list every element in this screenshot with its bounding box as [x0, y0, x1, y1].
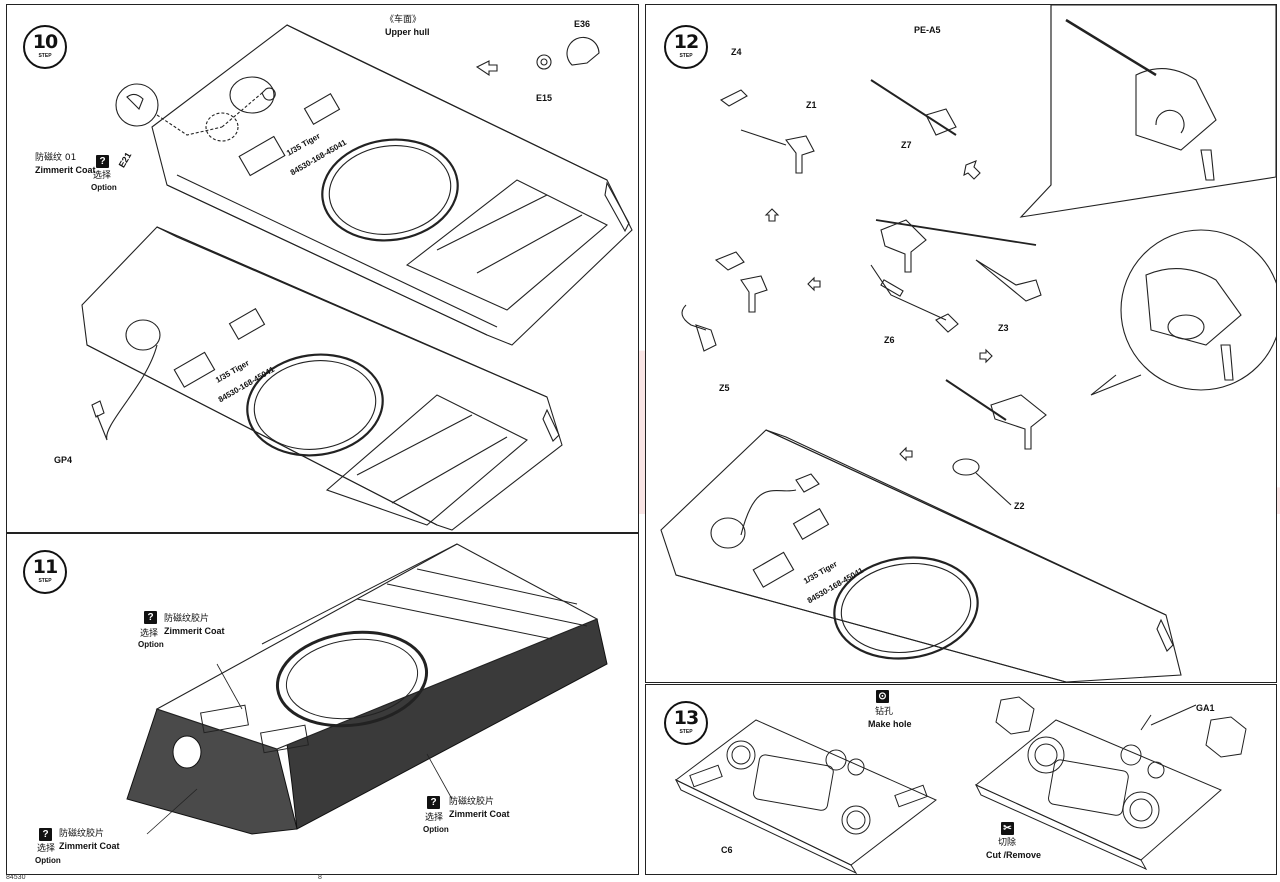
cut-icon: ✂ — [1001, 822, 1014, 835]
part-label-ga1: GA1 — [1196, 703, 1215, 713]
upper-hull-cn-label: 《车面》 — [385, 15, 422, 25]
step-10-drawing — [81, 24, 633, 531]
step-word: STEP — [38, 53, 52, 59]
part-label-c6: C6 — [721, 845, 733, 855]
step-11-drawing — [126, 543, 608, 835]
step-word: STEP — [679, 53, 693, 59]
part-label-gp4: GP4 — [54, 455, 73, 465]
footer-page-number: 8 — [318, 874, 322, 881]
part-label-pe-a5: PE-A5 — [914, 25, 941, 35]
step-13-badge: 13 STEP — [664, 701, 708, 745]
drill-icon: ⊙ — [876, 690, 889, 703]
part-label-z7: Z7 — [901, 140, 912, 150]
step-11-badge: 11 STEP — [23, 550, 67, 594]
option-cn-label-left: 选择 — [37, 844, 56, 854]
step-11-panel: 11 STEP ? 防磁纹胶片 Zimmerit Coat 选择 Option … — [6, 533, 639, 875]
part-label-e15: E15 — [536, 93, 553, 103]
question-icon: ? — [96, 155, 109, 168]
step-word: STEP — [38, 578, 52, 584]
cut-cn-label: 切除 — [998, 838, 1017, 848]
step-10-badge: 10 STEP — [23, 25, 67, 69]
question-icon: ? — [427, 796, 440, 809]
part-label-z2: Z2 — [1014, 501, 1025, 511]
make-hole-en-label: Make hole — [868, 719, 912, 729]
zimmerit-cn-label-right: 防磁纹胶片 — [449, 797, 495, 807]
part-label-z4: Z4 — [731, 47, 742, 57]
option-cn-label-right: 选择 — [425, 813, 444, 823]
option-cn-label-top: 选择 — [140, 629, 159, 639]
step-number: 12 — [673, 31, 699, 53]
step-12-drawing — [660, 5, 1276, 682]
option-cn-label: 选择 — [93, 171, 112, 181]
zimmerit-cn-label: 防磁纹 01 — [35, 153, 77, 163]
part-label-z3: Z3 — [998, 323, 1009, 333]
step-number: 13 — [673, 707, 699, 729]
step-number: 11 — [32, 556, 58, 578]
upper-hull-en-label: Upper hull — [385, 27, 430, 37]
zimmerit-en-label: Zimmerit Coat — [35, 165, 96, 175]
step-10-panel: 10 STEP 《车面》 Upper hull E36 E15 E21 GP4 … — [6, 4, 639, 533]
zimmerit-cn-label-top: 防磁纹胶片 — [164, 614, 210, 624]
question-icon: ? — [144, 611, 157, 624]
step-word: STEP — [679, 729, 693, 735]
zimmerit-en-label-top: Zimmerit Coat — [164, 626, 225, 636]
option-en-label-left: Option — [35, 856, 61, 865]
zimmerit-en-label-left: Zimmerit Coat — [59, 841, 120, 851]
part-label-z5: Z5 — [719, 383, 730, 393]
part-label-e36: E36 — [574, 19, 591, 29]
make-hole-cn-label: 钻孔 — [875, 707, 894, 717]
question-icon: ? — [39, 828, 52, 841]
zimmerit-en-label-right: Zimmerit Coat — [449, 809, 510, 819]
step-number: 10 — [32, 31, 58, 53]
step-12-panel: 12 STEP Z4 Z1 PE-A5 Z7 Z5 Z6 Z3 Z2 1/35 … — [645, 4, 1277, 683]
zimmerit-cn-label-left: 防磁纹胶片 — [59, 829, 105, 839]
option-en-label: Option — [91, 183, 117, 192]
option-en-label-right: Option — [423, 825, 449, 834]
part-label-z6: Z6 — [884, 335, 895, 345]
step-13-panel: 13 STEP ⊙ 钻孔 Make hole ✂ 切除 Cut /Remove … — [645, 684, 1277, 875]
step-13-drawing — [674, 696, 1247, 874]
step-12-badge: 12 STEP — [664, 25, 708, 69]
option-en-label-top: Option — [138, 640, 164, 649]
part-label-z1: Z1 — [806, 100, 817, 110]
footer-page-code: 84530 — [6, 874, 26, 881]
cut-en-label: Cut /Remove — [986, 850, 1042, 860]
